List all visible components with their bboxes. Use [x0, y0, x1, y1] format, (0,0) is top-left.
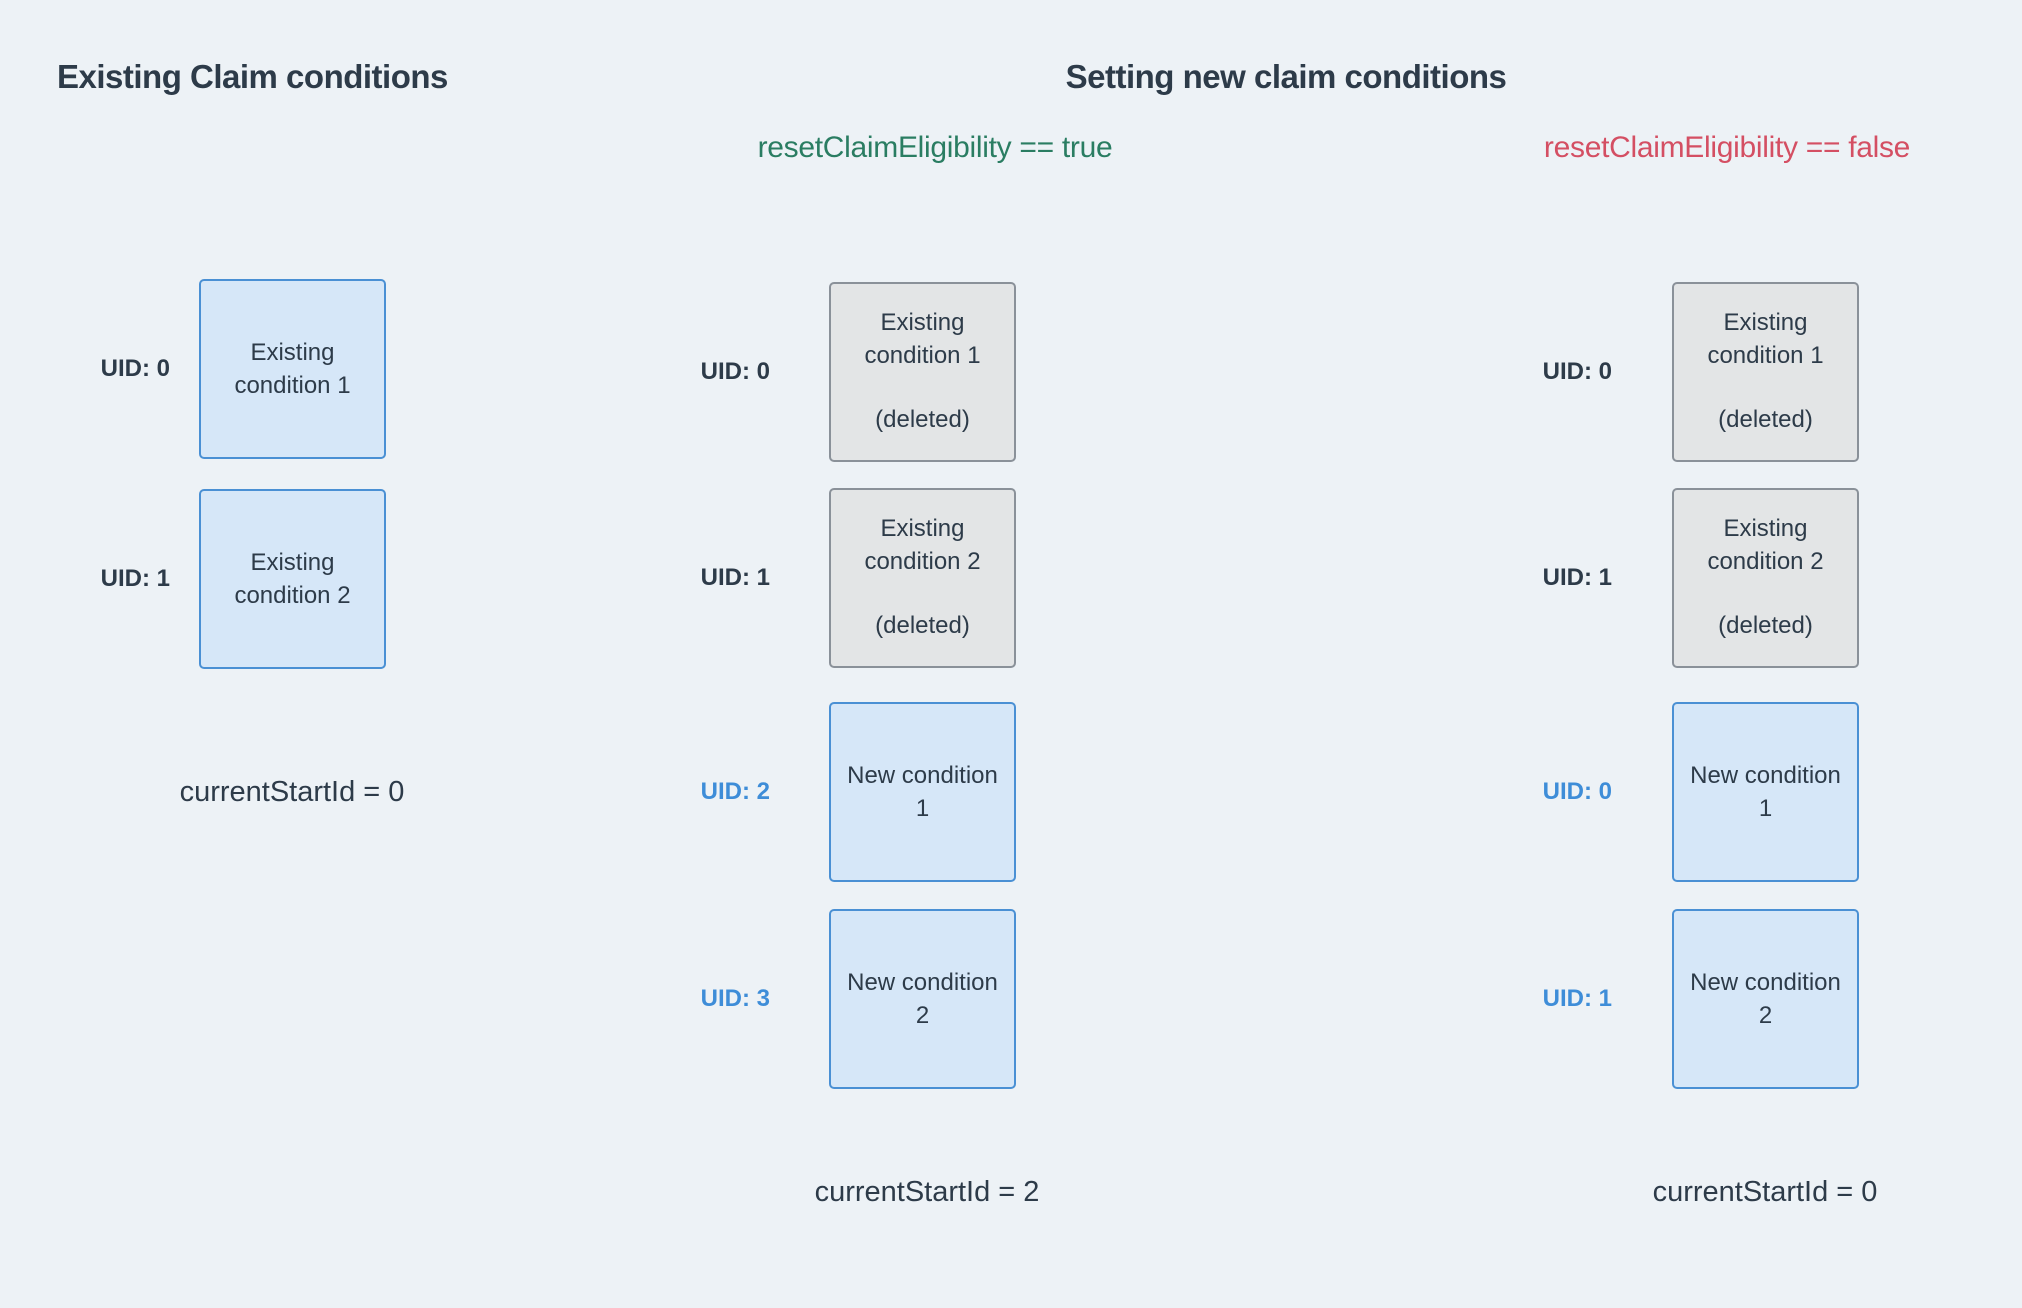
uid-label-new: UID: 1 — [1542, 985, 1612, 1012]
condition-title: New condition 2 — [1690, 968, 1841, 1029]
condition-box-deleted: Existing condition 1 (deleted) — [1672, 282, 1859, 462]
deleted-note: (deleted) — [875, 611, 970, 639]
deleted-note: (deleted) — [1718, 611, 1813, 639]
uid-label: UID: 1 — [1542, 564, 1612, 591]
uid-label: UID: 1 — [700, 564, 770, 591]
false-row-3: UID: 0 New condition 1 — [1482, 702, 1859, 882]
condition-box-new: New condition 1 — [829, 702, 1016, 882]
condition-title: Existing condition 2 — [864, 515, 981, 576]
existing-panel-title: Existing Claim conditions — [57, 58, 448, 95]
condition-box-new: New condition 2 — [1672, 909, 1859, 1089]
false-row-1: UID: 0 Existing condition 1 (deleted) — [1482, 282, 1859, 462]
uid-label: UID: 1 — [100, 565, 170, 592]
new-claims-title: Setting new claim conditions — [1065, 58, 1507, 95]
uid-label: UID: 0 — [100, 355, 170, 382]
uid-label-new: UID: 2 — [700, 778, 770, 805]
condition-title: Existing condition 1 — [234, 338, 351, 399]
false-current-start-id: currentStartId = 0 — [1652, 1176, 1878, 1208]
condition-box-new: New condition 2 — [829, 909, 1016, 1089]
existing-current-start-id: currentStartId = 0 — [179, 776, 405, 808]
condition-box-deleted: Existing condition 2 (deleted) — [1672, 488, 1859, 668]
reset-eligibility-false-label: resetClaimEligibility == false — [1543, 131, 1911, 164]
condition-title: Existing condition 1 — [1707, 309, 1824, 370]
existing-row-1: UID: 0 Existing condition 1 — [40, 279, 386, 459]
uid-label-new: UID: 0 — [1542, 778, 1612, 805]
true-row-2: UID: 1 Existing condition 2 (deleted) — [640, 488, 1016, 668]
false-row-2: UID: 1 Existing condition 2 (deleted) — [1482, 488, 1859, 668]
condition-title: New condition 1 — [847, 761, 998, 822]
condition-box-new: New condition 1 — [1672, 702, 1859, 882]
condition-box: Existing condition 2 — [199, 489, 386, 669]
condition-box: Existing condition 1 — [199, 279, 386, 459]
uid-label: UID: 0 — [1542, 358, 1612, 385]
condition-title: New condition 2 — [847, 968, 998, 1029]
condition-box-deleted: Existing condition 1 (deleted) — [829, 282, 1016, 462]
true-row-3: UID: 2 New condition 1 — [640, 702, 1016, 882]
existing-row-2: UID: 1 Existing condition 2 — [40, 489, 386, 669]
true-current-start-id: currentStartId = 2 — [814, 1176, 1040, 1208]
deleted-note: (deleted) — [875, 405, 970, 433]
condition-title: Existing condition 2 — [234, 548, 351, 609]
condition-title: New condition 1 — [1690, 761, 1841, 822]
deleted-note: (deleted) — [1718, 405, 1813, 433]
reset-eligibility-true-label: resetClaimEligibility == true — [757, 131, 1113, 164]
true-row-1: UID: 0 Existing condition 1 (deleted) — [640, 282, 1016, 462]
condition-title: Existing condition 2 — [1707, 515, 1824, 576]
condition-title: Existing condition 1 — [864, 309, 981, 370]
uid-label: UID: 0 — [700, 358, 770, 385]
false-row-4: UID: 1 New condition 2 — [1482, 909, 1859, 1089]
uid-label-new: UID: 3 — [700, 985, 770, 1012]
true-row-4: UID: 3 New condition 2 — [640, 909, 1016, 1089]
condition-box-deleted: Existing condition 2 (deleted) — [829, 488, 1016, 668]
